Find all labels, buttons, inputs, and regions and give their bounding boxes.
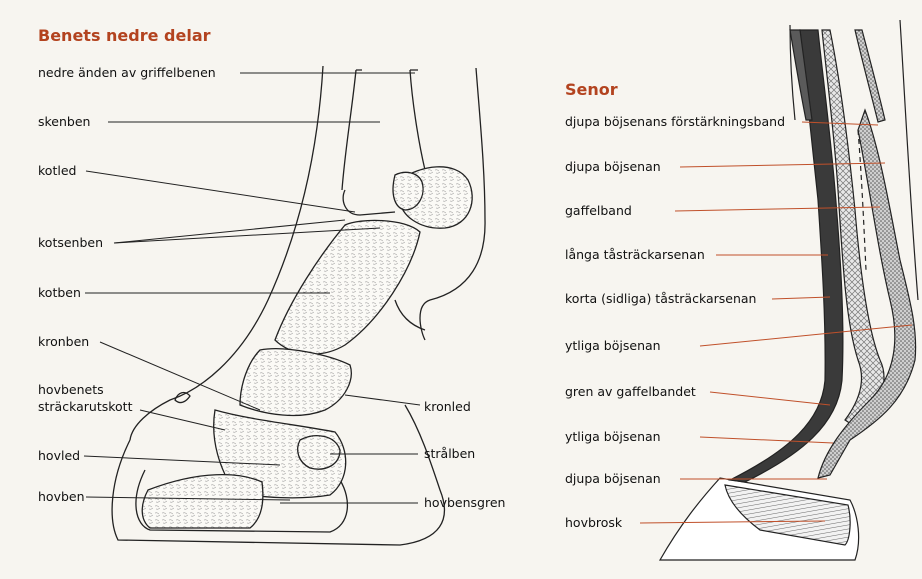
label-korta: korta (sidliga) tåsträckarsenan <box>565 291 756 306</box>
label-ytliga-1: ytliga böjsenan <box>565 338 661 353</box>
leader-korta <box>772 297 830 299</box>
leader-kronled <box>345 395 420 405</box>
label-hovbenets-line1: hovbenets <box>38 382 104 397</box>
label-hovbenets-line2: sträckarutskott <box>38 399 132 414</box>
label-hovled: hovled <box>38 448 80 463</box>
label-gren: gren av gaffelbandet <box>565 384 696 399</box>
label-ytliga-2: ytliga böjsenan <box>565 429 661 444</box>
leader-gren <box>710 392 830 405</box>
label-kronled: kronled <box>424 399 471 414</box>
label-kotben: kotben <box>38 285 81 300</box>
label-hovbensgren: hovbensgren <box>424 495 505 510</box>
short-pastern <box>240 349 351 416</box>
leader-djupa-1 <box>680 163 885 167</box>
skin-outline-right <box>900 20 918 300</box>
label-djupa-forst: djupa böjsenans förstärkningsband <box>565 114 785 129</box>
left-heading: Benets nedre delar <box>38 26 211 45</box>
check-ligament <box>855 30 885 122</box>
leader-hovbenets <box>140 410 225 430</box>
label-kotled: kotled <box>38 163 76 178</box>
long-extensor-tendon <box>730 30 843 482</box>
label-langa: långa tåsträckarsenan <box>565 247 705 262</box>
hoof-sole <box>142 475 263 528</box>
leg-bones-drawing <box>112 66 485 545</box>
leader-kotled <box>86 171 355 212</box>
label-hovben: hovben <box>38 489 85 504</box>
label-skenben: skenben <box>38 114 90 129</box>
label-kotsenben: kotsenben <box>38 235 103 250</box>
label-hovbrosk: hovbrosk <box>565 515 622 530</box>
leader-ytliga-1 <box>700 325 912 346</box>
label-gaffelband: gaffelband <box>565 203 632 218</box>
label-stralben: strålben <box>424 446 475 461</box>
label-djupa-1: djupa böjsenan <box>565 159 661 174</box>
label-kronben: kronben <box>38 334 89 349</box>
label-nedre-anden: nedre änden av griffelbenen <box>38 65 216 80</box>
navicular <box>298 436 340 469</box>
pastern-bone <box>275 220 420 354</box>
right-heading: Senor <box>565 80 618 99</box>
label-djupa-2: djupa böjsenan <box>565 471 661 486</box>
